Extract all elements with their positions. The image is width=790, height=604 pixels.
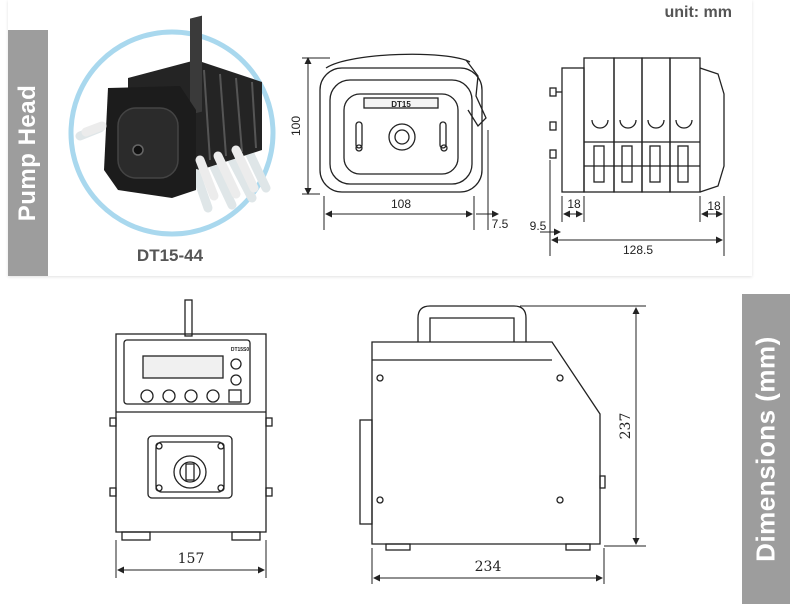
dim-pump-depth: 234 xyxy=(475,559,502,575)
dim-head-height: 100 xyxy=(289,116,303,136)
dimensions-tab: Dimensions (mm) xyxy=(742,294,790,604)
dim-side-right-seg: 18 xyxy=(707,199,721,213)
side-dimensions xyxy=(371,305,646,584)
dim-head-width: 108 xyxy=(391,197,411,211)
model-label: DT15-44 xyxy=(136,246,204,265)
dim-head-offset: 7.5 xyxy=(492,217,509,231)
dim-side-left-seg: 18 xyxy=(567,197,581,211)
pump-head-tab: Pump Head xyxy=(8,30,48,276)
dim-pump-height: 237 xyxy=(618,413,634,440)
front-width-dimension xyxy=(115,540,267,578)
pump-front-view xyxy=(109,299,273,541)
pump-head-front-view xyxy=(319,53,487,193)
head-brand-label: DT15 xyxy=(391,100,411,109)
dim-side-left-offset: 9.5 xyxy=(530,219,547,233)
panel-brand-label: DT15S0 xyxy=(231,347,250,353)
pump-side-view xyxy=(359,305,606,551)
unit-label: unit: mm xyxy=(664,4,732,21)
dim-side-total: 128.5 xyxy=(623,243,653,257)
pump-head-side-view xyxy=(549,57,725,193)
front-view-dimensions xyxy=(302,57,499,230)
pump-head-photo xyxy=(68,15,276,237)
side-view-dimensions xyxy=(540,160,725,256)
dim-front-width: 157 xyxy=(178,551,205,567)
